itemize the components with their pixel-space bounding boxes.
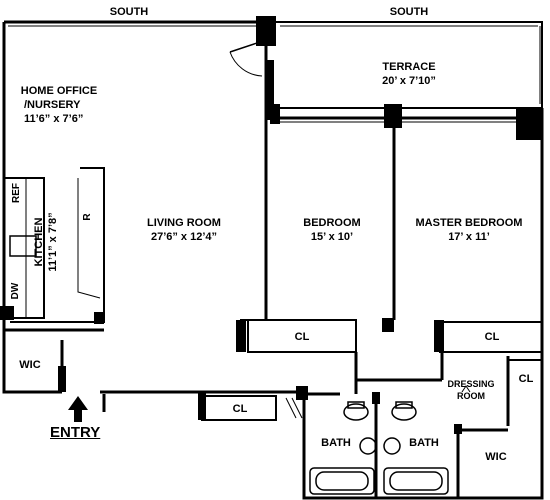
wic-left-label: WIC: [19, 359, 41, 371]
home-office-name-line1: HOME OFFICE: [20, 85, 98, 97]
southwest-wall: [2, 312, 62, 394]
wall-block-master-corner: [516, 108, 542, 140]
closet-hall-label: CL: [232, 403, 248, 415]
closet-rods: [199, 385, 471, 420]
kitchen-name: KITCHEN: [33, 217, 45, 267]
kitchen-west-counter: [4, 177, 45, 319]
entry-label: ENTRY: [50, 424, 101, 441]
bedroom-label: BEDROOM 15’ x 10’: [292, 216, 372, 244]
kitchen-sink-icon: [9, 235, 37, 257]
master-bedroom-label: MASTER BEDROOM 17’ x 11’: [404, 216, 534, 244]
entry-arrow-icon: [68, 396, 88, 422]
home-office-name-line2: /NURSERY: [24, 99, 81, 111]
dressing-room-label: DRESSING ROOM: [446, 378, 496, 402]
kitchen-dims: 11’1” x 7’8”: [47, 212, 59, 272]
bedroom-name: BEDROOM: [303, 217, 361, 229]
home-office-dims: 11’6” x 7’6”: [24, 113, 84, 125]
bath-right-label: BATH: [409, 437, 439, 449]
kitchen-label: KITCHEN 11’1” x 7’8”: [32, 192, 60, 292]
bath-left-label: BATH: [321, 437, 351, 449]
dressing-room-line2: ROOM: [457, 391, 485, 401]
living-room-name: LIVING ROOM: [147, 217, 221, 229]
bathtub-left-icon: [309, 467, 375, 495]
dressing-room-line1: DRESSING: [447, 379, 495, 389]
compass-south-right: SOUTH: [389, 6, 429, 18]
terrace-dims: 20’ x 7’10”: [382, 75, 436, 87]
terrace-label: TERRACE 20’ x 7’10”: [364, 60, 454, 88]
terrace-rail: [276, 21, 543, 109]
closet-master-label: CL: [484, 331, 500, 343]
range-label: R: [82, 213, 93, 221]
dishwasher-label: DW: [10, 282, 21, 300]
bath-south-wall: [302, 394, 458, 500]
home-office-label: HOME OFFICE /NURSERY 11’6” x 7’6”: [4, 84, 114, 126]
hall-south-wall: [354, 352, 442, 382]
terrace-name: TERRACE: [382, 61, 436, 73]
bathtub-right-icon: [383, 467, 449, 495]
master-bedroom-dims: 17’ x 11’: [448, 231, 490, 243]
wall-block-living-corner: [256, 16, 276, 46]
closet-bedroom-label: CL: [294, 331, 310, 343]
sink-right-icon: [383, 437, 401, 455]
living-room-dims: 27’6” x 12’4”: [150, 231, 218, 243]
toilet-right-icon: [391, 403, 417, 421]
fixtures: [9, 235, 449, 495]
closet-dressing-label: CL: [518, 373, 534, 385]
kitchen-east-counter: [10, 167, 105, 323]
wic-right-label: WIC: [485, 451, 507, 463]
sink-left-icon: [359, 437, 377, 455]
ref-label: REF: [11, 183, 22, 203]
toilet-left-icon: [343, 403, 369, 421]
bedroom-dims: 15’ x 10’: [310, 231, 354, 243]
compass-south-left: SOUTH: [109, 6, 149, 18]
master-bedroom-name: MASTER BEDROOM: [415, 217, 523, 229]
wall-blocks: [0, 16, 542, 434]
wall-lines: [2, 20, 544, 500]
living-room-label: LIVING ROOM 27’6” x 12’4”: [136, 216, 232, 244]
